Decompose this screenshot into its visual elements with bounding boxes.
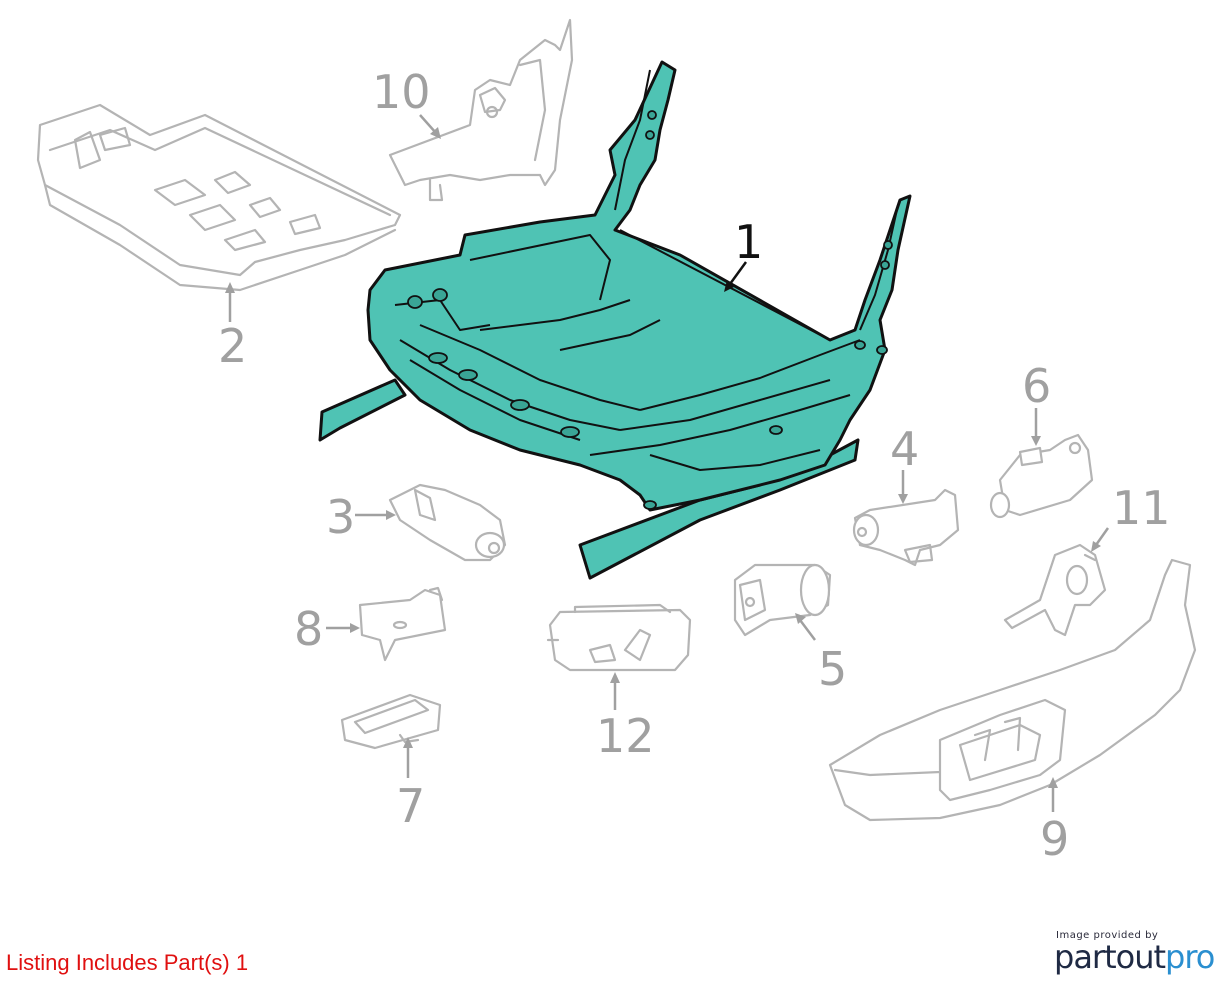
part-2-seat-pan-cover[interactable] — [36, 103, 402, 292]
part-3-motor[interactable] — [388, 483, 507, 562]
callout-3: 3 — [326, 490, 355, 544]
part-11-bracket[interactable] — [1003, 543, 1107, 637]
part-1-seat-frame[interactable] — [318, 60, 912, 580]
brand-logo-part2: pro — [1165, 938, 1215, 976]
leader-arrows — [225, 114, 1110, 812]
part-8-bracket[interactable] — [358, 586, 447, 662]
callout-5: 5 — [818, 642, 847, 696]
callout-11: 11 — [1112, 481, 1171, 535]
part-10-bracket[interactable] — [388, 18, 574, 202]
callout-9: 9 — [1040, 812, 1069, 866]
callout-1: 1 — [734, 215, 763, 269]
callout-6: 6 — [1022, 359, 1051, 413]
listing-note: Listing Includes Part(s) 1 — [6, 950, 249, 975]
part-6-motor[interactable] — [989, 433, 1094, 519]
part-12-switch[interactable] — [546, 603, 692, 672]
part-9-side-shield[interactable] — [828, 558, 1197, 822]
callout-7: 7 — [396, 779, 425, 833]
part-5-motor[interactable] — [733, 563, 832, 637]
brand-logo-part1: partout — [1054, 938, 1166, 976]
callout-2: 2 — [218, 319, 247, 373]
image-credit-caption: Image provided by — [1056, 930, 1159, 941]
part-7-clip[interactable] — [340, 693, 442, 750]
part-4-motor[interactable] — [852, 488, 960, 567]
callout-12: 12 — [596, 709, 655, 763]
callout-10: 10 — [372, 65, 431, 119]
callout-8: 8 — [294, 602, 323, 656]
brand-logo: partoutpro — [1054, 938, 1215, 976]
callout-4: 4 — [890, 422, 919, 476]
